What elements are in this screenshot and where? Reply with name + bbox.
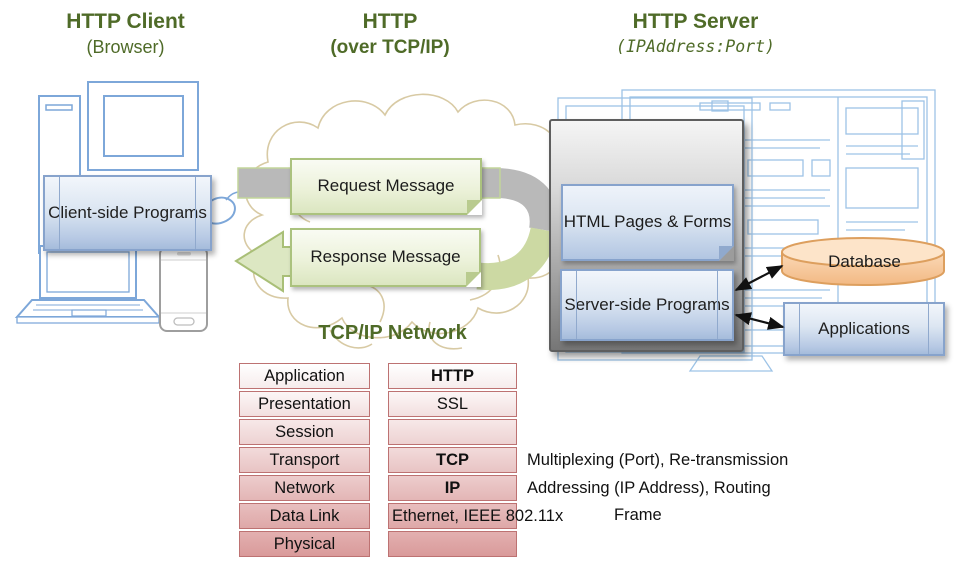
applications-box: Applications (783, 302, 945, 356)
osi-layers-table: Application Presentation Session Transpo… (239, 363, 370, 557)
server-header: HTTP Server (IPAddress:Port) (588, 10, 803, 56)
laptop-illustration (14, 245, 162, 324)
server-programs-label: Server-side Programs (564, 294, 730, 314)
protocol-row: TCP (388, 447, 517, 473)
osi-layer-row: Presentation (239, 391, 370, 417)
client-programs-label: Client-side Programs (48, 202, 207, 222)
client-header: HTTP Client (Browser) (28, 10, 223, 58)
request-message-label: Request Message (317, 176, 455, 196)
request-message-box: Request Message (290, 158, 482, 215)
network-subtitle: (over TCP/IP) (330, 37, 450, 58)
response-message-box: Response Message (290, 228, 481, 287)
protocol-row: HTTP (388, 363, 517, 389)
network-title: HTTP (362, 10, 418, 33)
server-subtitle: (IPAddress:Port) (616, 37, 775, 56)
client-subtitle: (Browser) (86, 37, 165, 57)
protocol-row: SSL (388, 391, 517, 417)
osi-layer-row: Data Link (239, 503, 370, 529)
protocol-row: IP (388, 475, 517, 501)
protocol-row: Ethernet, IEEE 802.11x (388, 503, 563, 529)
network-header: HTTP (over TCP/IP) (295, 10, 485, 59)
cloud-shape (243, 93, 577, 350)
html-pages-box: HTML Pages & Forms (561, 184, 734, 261)
protocols-table: HTTP SSL TCP IP Ethernet, IEEE 802.11x (388, 363, 563, 557)
tcpip-network-caption: TCP/IP Network (318, 322, 467, 344)
protocol-row (388, 419, 517, 445)
server-programs-box: Server-side Programs (560, 269, 734, 341)
datalink-annotation: Frame (614, 506, 662, 524)
osi-layer-row: Network (239, 475, 370, 501)
desktop-computer-illustration (38, 81, 247, 254)
protocol-row (388, 531, 517, 557)
smartphone-illustration (159, 246, 208, 332)
network-annotation: Addressing (IP Address), Routing (527, 479, 771, 497)
client-title: HTTP Client (66, 10, 185, 33)
database-cylinder-icon (781, 237, 945, 286)
applications-label: Applications (818, 318, 910, 338)
transport-annotation: Multiplexing (Port), Re-transmission (527, 451, 789, 469)
osi-layer-row: Application (239, 363, 370, 389)
server-title: HTTP Server (632, 10, 759, 33)
html-pages-label: HTML Pages & Forms (563, 212, 732, 232)
database-label: Database (828, 252, 901, 271)
osi-layer-row: Physical (239, 531, 370, 557)
osi-layer-row: Transport (239, 447, 370, 473)
osi-layer-row: Session (239, 419, 370, 445)
response-message-label: Response Message (310, 247, 461, 267)
client-programs-box: Client-side Programs (43, 175, 212, 251)
